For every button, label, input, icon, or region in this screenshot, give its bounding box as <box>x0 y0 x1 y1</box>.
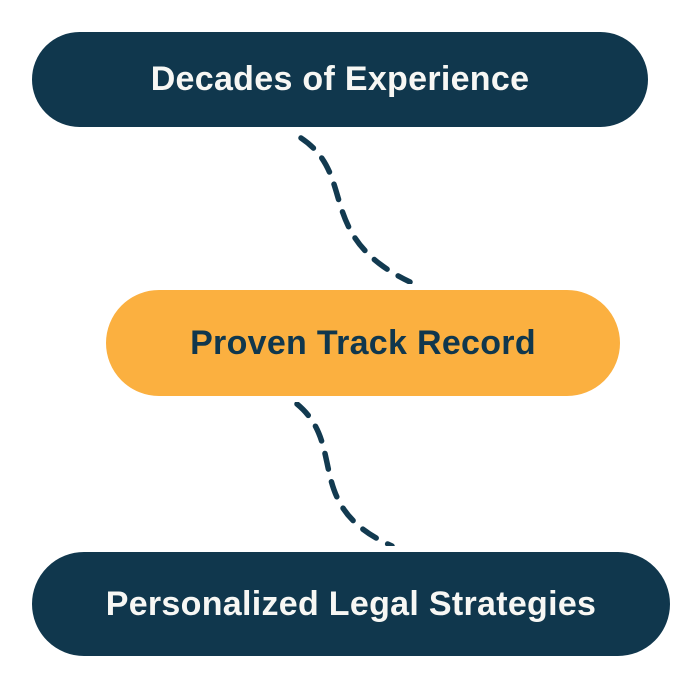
node-decades-of-experience: Decades of Experience <box>26 26 654 133</box>
node-proven-track-record: Proven Track Record <box>100 284 626 402</box>
connector-dashed-bottom <box>294 401 395 549</box>
connector-dashed-top <box>298 135 413 285</box>
node-label: Proven Track Record <box>190 323 536 362</box>
node-label: Decades of Experience <box>150 60 530 98</box>
node-personalized-legal-strategies: Personalized Legal Strategies <box>26 546 676 662</box>
node-label: Personalized Legal Strategies <box>105 584 597 623</box>
